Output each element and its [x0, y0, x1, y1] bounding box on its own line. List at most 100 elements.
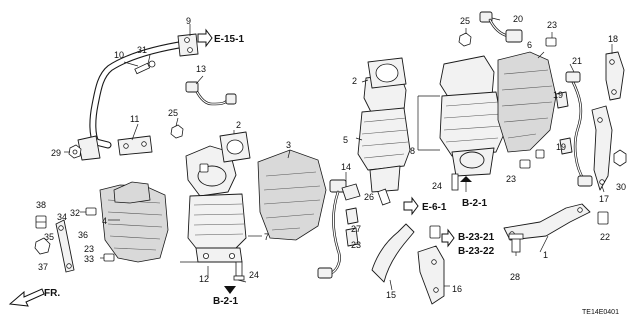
leader-lines — [64, 17, 613, 291]
callout-38: 38 — [36, 200, 46, 210]
callout-23-left: 23 — [84, 244, 94, 254]
svg-text:E-15-1: E-15-1 — [214, 34, 244, 45]
callout-7: 7 — [264, 232, 269, 242]
bolt-28 — [508, 233, 524, 253]
ref-b-2-1-bottom: B-2-1 — [213, 286, 238, 307]
air-fuel-sensor-21 — [565, 71, 593, 187]
callout-36: 36 — [78, 230, 88, 240]
stay-36 — [55, 219, 75, 273]
clip-23-center — [345, 227, 359, 247]
catalytic-converter-8 — [439, 55, 505, 177]
callout-29: 29 — [51, 148, 61, 158]
catalytic-converter-5 — [357, 73, 411, 193]
clip-26 — [341, 183, 361, 201]
callout-24-right: 24 — [432, 181, 442, 191]
callout-33: 33 — [84, 254, 94, 264]
ref-e-15-1: E-15-1 — [197, 28, 244, 48]
clip-27 — [345, 207, 359, 225]
callout-10: 10 — [114, 50, 124, 60]
callout-5: 5 — [343, 135, 348, 145]
catalytic-converter-7 — [185, 145, 247, 263]
callout-2-center: 2 — [236, 120, 241, 130]
bracket-18 — [605, 51, 625, 101]
bolt-38 — [35, 215, 47, 229]
callout-22: 22 — [600, 232, 610, 242]
gasket-2-top — [367, 57, 407, 89]
nut-25-top — [458, 32, 472, 47]
callout-34: 34 — [57, 212, 67, 222]
heat-shield-3 — [257, 149, 327, 241]
gasket-2-center — [219, 131, 251, 163]
callout-30: 30 — [616, 182, 626, 192]
callout-numbers: 9 10 31 13 11 29 25 2 3 38 32 4 34 36 35… — [36, 14, 626, 300]
bolt-32 — [85, 207, 97, 216]
callout-25-top: 25 — [460, 16, 470, 26]
exhaust-pipe-10 — [77, 33, 199, 161]
callout-2-top: 2 — [352, 76, 357, 86]
callout-35: 35 — [44, 232, 54, 242]
bolt-23-left — [103, 253, 115, 262]
callout-20: 20 — [513, 14, 523, 24]
callout-19-upper: 19 — [553, 90, 563, 100]
bolt-37 — [34, 237, 51, 255]
callout-17: 17 — [599, 194, 609, 204]
callout-14: 14 — [341, 162, 351, 172]
callout-25-left: 25 — [168, 108, 178, 118]
bracket-11 — [117, 135, 153, 156]
diagram-code: TE14E0401 — [582, 309, 619, 316]
oxygen-sensor-20 — [479, 11, 523, 43]
callout-6: 6 — [527, 40, 532, 50]
callout-9: 9 — [186, 16, 191, 26]
bolt-23-right — [519, 149, 545, 169]
callout-23-right: 23 — [506, 174, 516, 184]
bracket-17 — [591, 105, 613, 191]
callout-1: 1 — [543, 250, 548, 260]
stud-24-bottom — [233, 261, 245, 281]
bolt-22 — [597, 211, 609, 225]
callout-18: 18 — [608, 34, 618, 44]
callout-4: 4 — [102, 216, 107, 226]
svg-text:FR.: FR. — [44, 288, 60, 299]
nut-25-left — [170, 124, 184, 139]
callout-28: 28 — [510, 272, 520, 282]
callout-13: 13 — [196, 64, 206, 74]
callout-3: 3 — [286, 140, 291, 150]
nut-29 — [68, 144, 82, 159]
callout-15: 15 — [386, 290, 396, 300]
callout-23-top: 23 — [547, 20, 557, 30]
callout-12: 12 — [199, 274, 209, 284]
callout-23-center: 23 — [351, 240, 361, 250]
bracket-16 — [417, 245, 445, 305]
svg-text:B-23-22: B-23-22 — [458, 246, 495, 257]
front-direction-arrow: FR. — [8, 288, 60, 307]
ref-b-23-21-22: B-23-21 B-23-22 — [441, 228, 495, 257]
svg-text:B-23-21: B-23-21 — [458, 232, 495, 243]
ref-e-6-1: E-6-1 — [403, 196, 447, 216]
heat-shield-left — [99, 181, 169, 263]
callout-26: 26 — [364, 192, 374, 202]
bolt-b-23 — [429, 225, 441, 239]
callout-27: 27 — [351, 224, 361, 234]
bolt-31 — [134, 60, 156, 75]
callout-37: 37 — [38, 262, 48, 272]
clip-19-upper — [555, 91, 569, 109]
callout-16: 16 — [452, 284, 462, 294]
stud-e-6-1 — [377, 188, 391, 206]
callout-19-lower: 19 — [556, 142, 566, 152]
stud-24-right — [451, 173, 459, 191]
callout-24-bottom: 24 — [249, 270, 259, 280]
callout-21: 21 — [572, 56, 582, 66]
svg-text:B-2-1: B-2-1 — [462, 198, 487, 209]
svg-text:B-2-1: B-2-1 — [213, 296, 238, 307]
heat-shield-6 — [497, 51, 557, 153]
callout-11: 11 — [130, 114, 139, 124]
oxygen-sensor-13 — [185, 81, 237, 106]
bolt-23-top — [545, 37, 557, 47]
bolt-30 — [613, 149, 627, 167]
ref-b-2-1-right: B-2-1 — [460, 176, 487, 209]
callout-8: 8 — [410, 146, 415, 156]
callout-32: 32 — [70, 208, 80, 218]
clip-19-lower — [559, 137, 573, 155]
svg-text:E-6-1: E-6-1 — [422, 202, 447, 213]
